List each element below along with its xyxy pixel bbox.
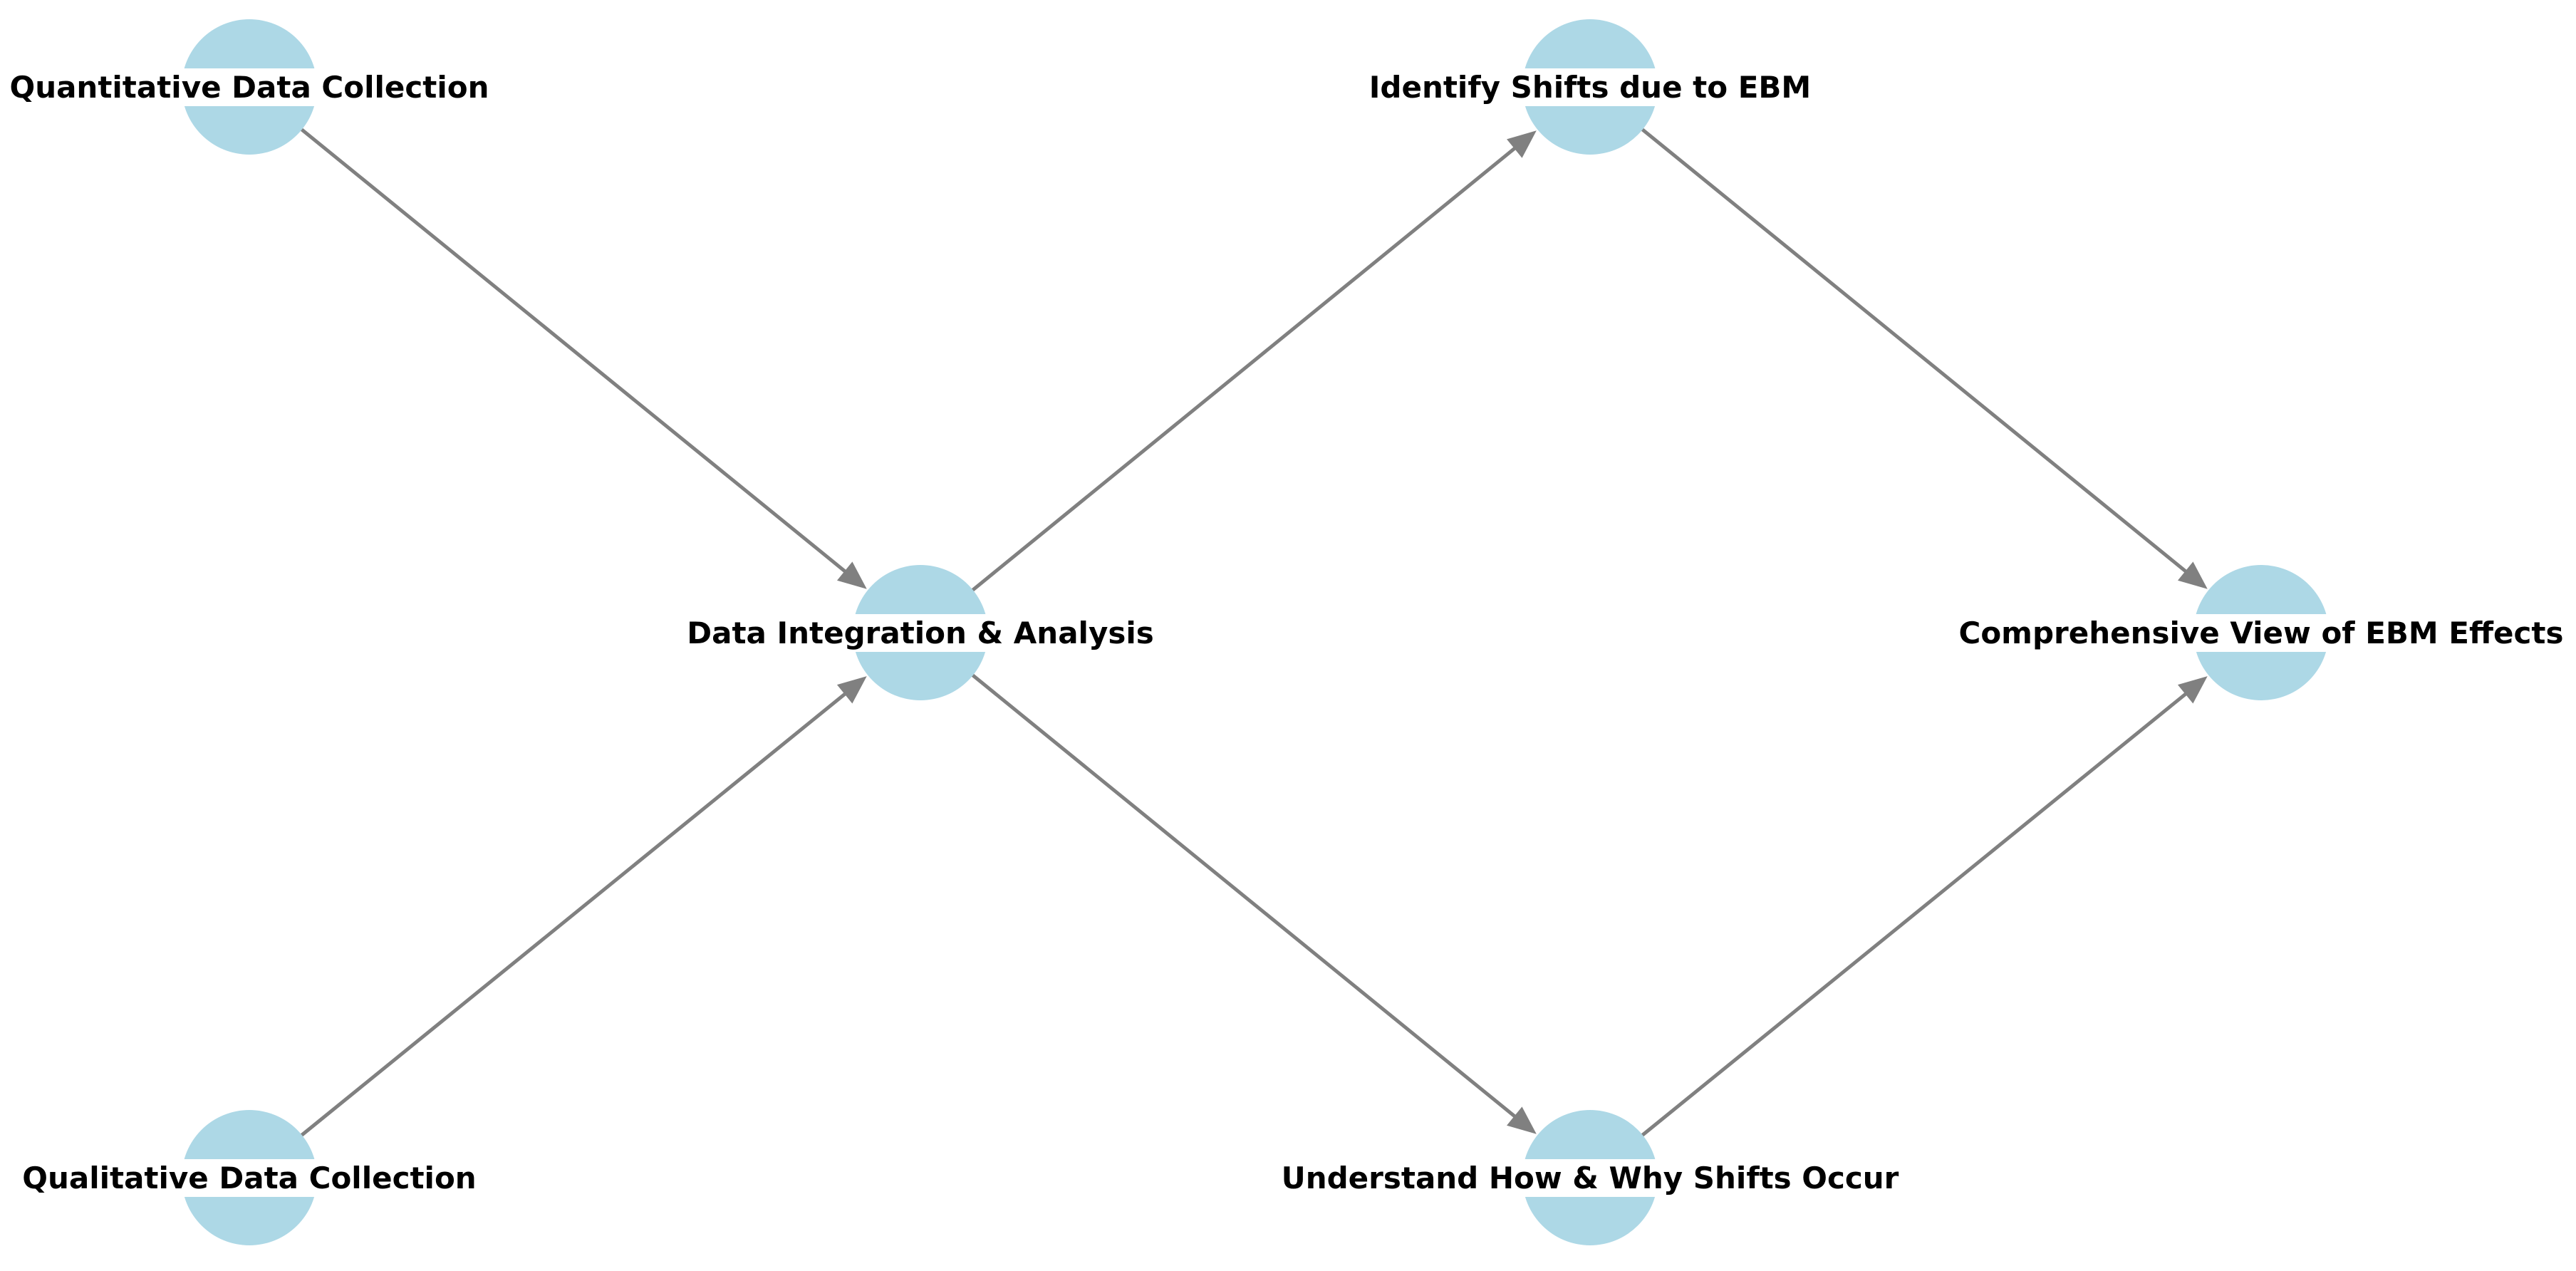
edge-arrowhead-understand-to-comprehensive — [2177, 676, 2208, 704]
node-identify-shifts: Identify Shifts due to EBM — [1364, 19, 1816, 155]
edge-line-identify-to-comprehensive — [1640, 127, 2193, 579]
edge-arrowhead-integ-to-identify — [1507, 130, 1537, 158]
node-label: Identify Shifts due to EBM — [1369, 70, 1811, 105]
node-label-background — [1954, 614, 2568, 652]
node-quantitative-data-collection: Quantitative Data Collection — [5, 19, 494, 155]
node-label: Comprehensive View of EBM Effects — [1959, 616, 2564, 650]
node-qualitative-data-collection: Qualitative Data Collection — [18, 1110, 481, 1245]
edges-layer — [299, 127, 2208, 1138]
node-comprehensive-view: Comprehensive View of EBM Effects — [1954, 565, 2568, 700]
node-label: Understand How & Why Shifts Occur — [1282, 1161, 1899, 1195]
edge-arrowhead-identify-to-comprehensive — [2177, 561, 2208, 589]
node-label: Qualitative Data Collection — [22, 1161, 476, 1195]
node-label: Data Integration & Analysis — [687, 616, 1153, 650]
node-label-background — [1277, 1159, 1904, 1197]
node-label-background — [1364, 68, 1816, 106]
edge-line-understand-to-comprehensive — [1640, 687, 2193, 1138]
node-label-background — [18, 1159, 481, 1197]
nodes-layer: Quantitative Data Collection Qualitative… — [5, 19, 2568, 1245]
node-understand-shifts: Understand How & Why Shifts Occur — [1277, 1110, 1904, 1245]
edge-arrowhead-qual-to-integ — [836, 676, 867, 704]
node-data-integration-analysis: Data Integration & Analysis — [682, 565, 1158, 700]
edge-arrowhead-quant-to-integ — [836, 561, 867, 589]
edge-line-quant-to-integ — [299, 127, 853, 579]
edge-line-integ-to-identify — [970, 142, 1522, 593]
edge-line-integ-to-understand — [970, 673, 1522, 1124]
node-label: Quantitative Data Collection — [9, 70, 489, 105]
node-label-background — [682, 614, 1158, 652]
edge-arrowhead-integ-to-understand — [1507, 1106, 1537, 1134]
node-label-background — [5, 68, 494, 106]
edge-line-qual-to-integ — [299, 687, 853, 1138]
